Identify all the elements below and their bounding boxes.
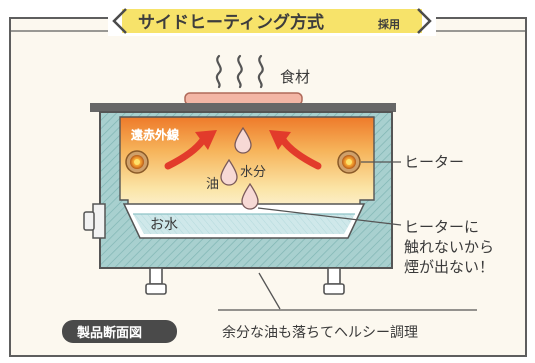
title-banner: サイドヒーティング方式 採用 [108, 6, 436, 36]
moisture-drop-top-icon [234, 126, 252, 154]
heat-arrow-right-icon [269, 130, 322, 170]
cooker-feet [145, 267, 345, 295]
title-suffix: 採用 [378, 17, 400, 31]
heater-note-line3: 煙が出ない！ [404, 258, 494, 276]
water-label: お水 [150, 217, 178, 233]
oil-label: 油 [206, 177, 219, 192]
heater-right-icon [337, 150, 361, 174]
handle-knob [83, 203, 106, 239]
heater-note-line1: ヒーターに [404, 218, 479, 236]
water-tray: お水 [122, 203, 366, 239]
title-main: サイドヒーティング方式 [138, 12, 324, 33]
food-label: 食材 [280, 68, 310, 86]
moisture-label: 水分 [240, 165, 266, 180]
steam-icon [215, 54, 264, 89]
section-badge: 製品断面図 [62, 320, 177, 343]
oil-drop-icon [220, 158, 238, 186]
heater-label: ヒーター [404, 153, 464, 171]
heat-arrow-left-icon [164, 130, 217, 170]
bottom-callout-line [258, 272, 281, 310]
heater-note-line2: 触れないから [404, 238, 494, 256]
badge-label: 製品断面図 [76, 325, 142, 341]
far-infrared-label: 遠赤外線 [131, 127, 179, 142]
grill-plate [90, 103, 396, 112]
falling-drop-icon [241, 182, 259, 210]
bottom-note: 余分な油も落ちてヘルシー調理 [222, 324, 418, 341]
heater-left-icon [125, 150, 149, 174]
tray-callout-line [257, 207, 402, 226]
